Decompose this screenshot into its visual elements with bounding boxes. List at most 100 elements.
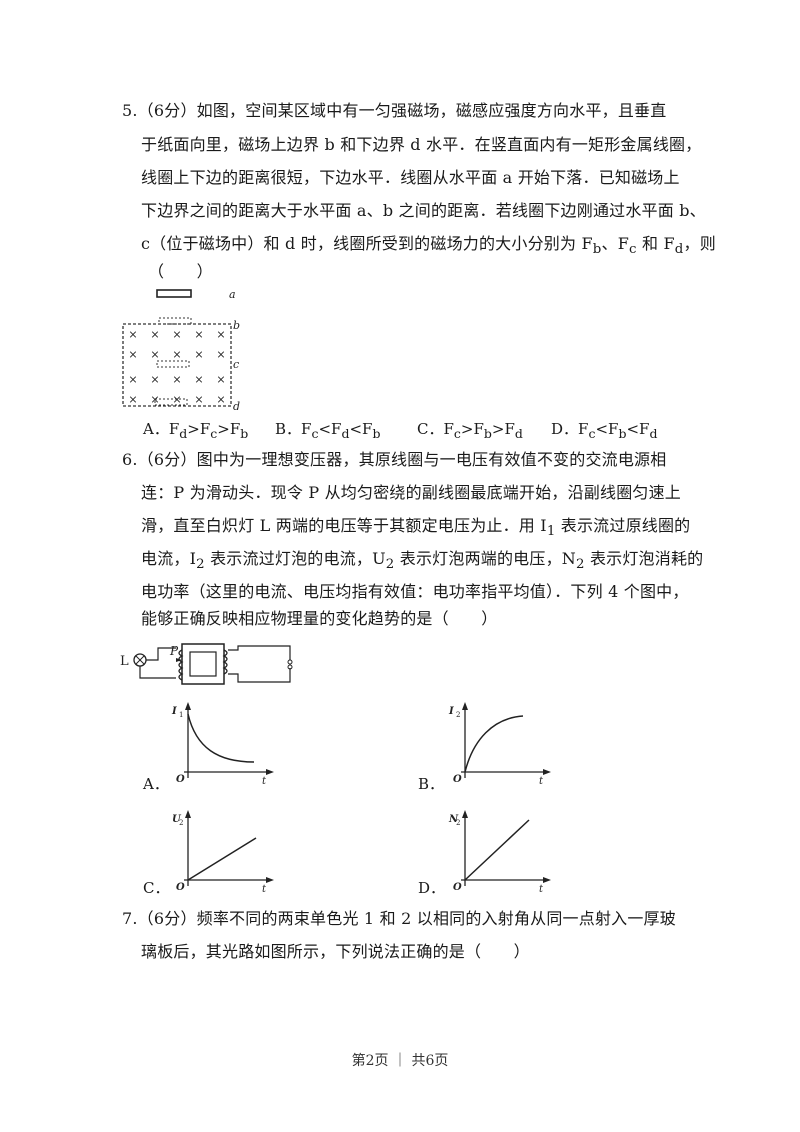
origin-label: O [453, 774, 462, 785]
force-term: <F [626, 420, 650, 438]
label-d: d [233, 400, 240, 413]
sub-1: 1 [546, 524, 556, 540]
q5-option-a[interactable]: A．Fd>Fc>Fb [143, 418, 248, 441]
origin-label: O [176, 882, 185, 893]
svg-text:×: × [128, 328, 137, 341]
force-term: F [443, 420, 454, 438]
svg-text:×: × [216, 393, 225, 406]
q6-line-3-end: 表示流过原线圈的 [555, 516, 691, 535]
q6-line-3-text: 滑，直至白炽灯 L 两端的电压等于其额定电压为止．用 I [141, 516, 547, 535]
sep: 、F [601, 234, 630, 253]
svg-text:×: × [150, 373, 159, 386]
force-subscript: c [311, 426, 319, 441]
force-term: >F [217, 420, 241, 438]
label-c: c [233, 358, 239, 371]
sep: 和 F [636, 234, 675, 253]
magnetic-field-figure: ××××× ××××× ××××× ××××× a b c d [122, 288, 240, 413]
x-axis-label: t [262, 884, 267, 893]
label-P: P [169, 644, 179, 658]
q5-line-4: 下边界之间的距离大于水平面 a、b 之间的距离．若线圈下边刚通过水平面 b、 [141, 201, 706, 220]
origin-label: O [453, 882, 462, 893]
force-subscript: d [341, 426, 350, 441]
graph-c-letter: C． [143, 879, 170, 897]
y-axis-label: I [171, 706, 177, 717]
q5-option-d[interactable]: D．Fc<Fb<Fd [551, 418, 657, 441]
q6-line-5: 电功率（这里的电流、电压均指有效值：电功率指平均值）．下列 4 个图中， [141, 582, 689, 601]
force-term: F [578, 420, 589, 438]
y-axis-arrow [462, 702, 468, 710]
x-axis-arrow [266, 877, 274, 883]
q5-line-2: 于纸面向里，磁场上边界 b 和下边界 d 水平．在竖直面内有一矩形金属线圈， [141, 135, 702, 154]
q5-option-c[interactable]: C．Fc>Fb>Fd [417, 418, 523, 441]
x-axis-arrow [543, 769, 551, 775]
svg-text:×: × [172, 348, 181, 361]
svg-text:×: × [172, 328, 181, 341]
graph-d-letter: D． [418, 879, 446, 897]
q7-line-1: 7.（6分）频率不同的两束单色光 1 和 2 以相同的入射角从同一点射入一厚玻 [122, 909, 676, 928]
svg-text:×: × [128, 373, 137, 386]
force-subscript: b [618, 426, 627, 441]
force-subscript: c [453, 426, 461, 441]
graph-curve [464, 819, 530, 881]
q5-answer-blank: （ ） [148, 262, 213, 281]
force-term: >F [460, 420, 484, 438]
option-letter: C． [417, 420, 444, 438]
x-axis-label: t [539, 776, 544, 785]
y-axis-label: U [172, 814, 182, 825]
y-axis-arrow [185, 810, 191, 818]
q6-line-6: 能够正确反映相应物理量的变化趋势的是（ ） [141, 609, 498, 628]
force-term: F [301, 420, 312, 438]
sub: 2 [196, 557, 205, 573]
svg-text:×: × [128, 348, 137, 361]
y-axis-subscript: 1 [179, 711, 183, 719]
svg-text:×: × [216, 328, 225, 341]
y-axis-arrow [462, 810, 468, 818]
label-b: b [233, 319, 240, 332]
y-axis-subscript: 2 [179, 819, 183, 827]
label-a: a [229, 288, 236, 301]
svg-text:×: × [150, 393, 159, 406]
y-axis-subscript: 2 [456, 819, 460, 827]
svg-text:×: × [172, 373, 181, 386]
line-end: ，则 [683, 234, 716, 253]
svg-text:×: × [216, 348, 225, 361]
force-subscript: c [588, 426, 596, 441]
force-subscript: b [240, 426, 249, 441]
y-axis-subscript: 2 [456, 711, 460, 719]
sub: 2 [575, 557, 585, 573]
q5-option-b[interactable]: B．Fc<Fd<Fb [275, 418, 380, 441]
y-axis-label: N [448, 814, 459, 825]
svg-text:×: × [194, 393, 203, 406]
x-axis-arrow [543, 877, 551, 883]
q5-line-1: 5.（6分）如图，空间某区域中有一匀强磁场，磁感应强度方向水平，且垂直 [122, 101, 667, 120]
force-subscript: b [483, 426, 492, 441]
force-subscript: d [514, 426, 523, 441]
t: 表示灯泡两端的电压，N [394, 549, 576, 568]
t: 表示灯泡消耗的 [584, 549, 704, 568]
option-letter: D． [551, 420, 579, 438]
svg-text:×: × [194, 373, 203, 386]
force-term: <F [318, 420, 342, 438]
force-subscript: d [179, 426, 188, 441]
svg-text:×: × [150, 328, 159, 341]
svg-text:×: × [194, 328, 203, 341]
sub: 2 [385, 557, 395, 573]
q6-line-1: 6.（6分）图中为一理想变压器，其原线圈与一电压有效值不变的交流电源相 [122, 450, 667, 469]
q7-line-2: 璃板后，其光路如图所示，下列说法正确的是（ ） [141, 942, 530, 961]
option-letter: A． [143, 420, 169, 438]
y-axis-label: I [448, 706, 454, 717]
label-L: L [120, 654, 129, 669]
force-term: >F [187, 420, 211, 438]
sub-d: d [674, 242, 684, 258]
sub-c: c [629, 242, 637, 258]
page-footer: 第2页 ｜ 共6页 [351, 1053, 449, 1069]
svg-text:×: × [194, 348, 203, 361]
origin-label: O [176, 774, 185, 785]
q5-line-3: 线圈上下边的距离很短，下边水平．线圈从水平面 a 开始下落．已知磁场上 [141, 168, 680, 187]
graph-curve [187, 837, 257, 881]
